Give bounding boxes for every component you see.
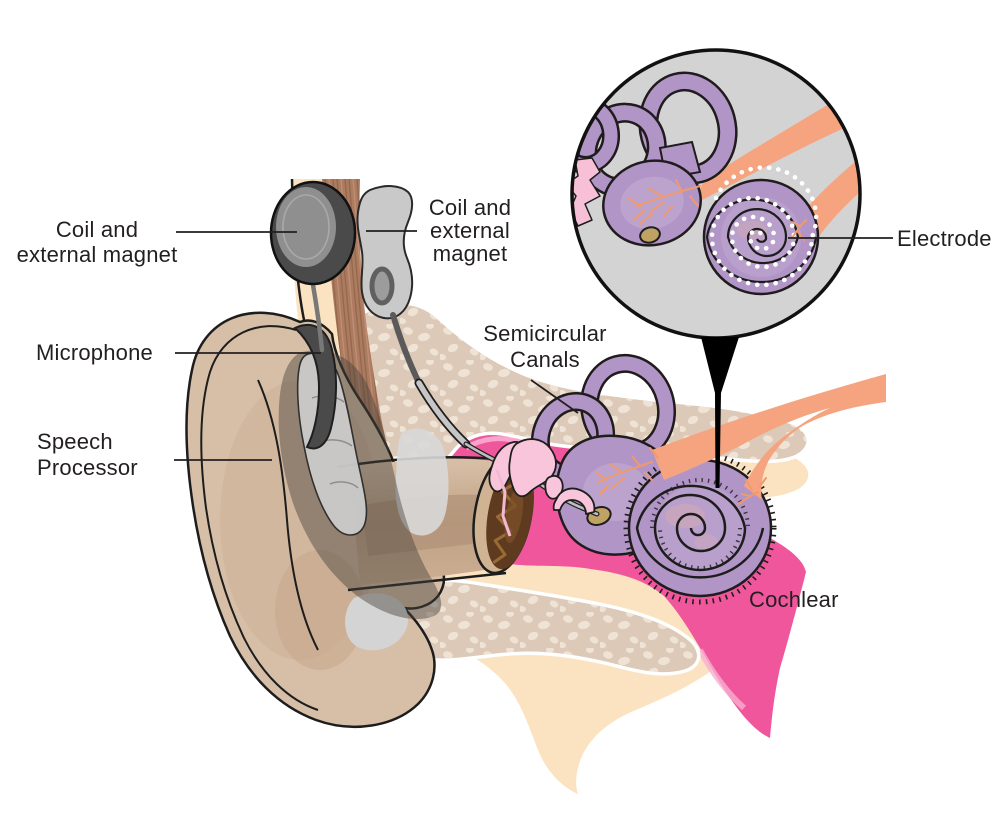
- inset-nerve-twigs: [627, 179, 807, 241]
- cartilage-gray-patch: [345, 593, 409, 651]
- pinna-inner-line: [200, 325, 319, 711]
- inset-magnifier: [570, 48, 862, 488]
- coil-wire: [310, 282, 325, 353]
- microphone-device: [293, 323, 338, 450]
- inset-pointer: [701, 337, 739, 488]
- cochlea-spiral: [635, 484, 765, 579]
- label-microphone: Microphone: [36, 340, 153, 365]
- leader-lines: [174, 230, 893, 461]
- ossicles: [488, 438, 596, 515]
- label-cochlear: Cochlear: [749, 587, 839, 612]
- cochlea: [623, 451, 777, 605]
- label-coil-external-magnet-right: Coil and external magnet: [428, 195, 512, 266]
- label-speech-processor: Speech Processor: [37, 429, 138, 480]
- label-electrode: Electrode: [897, 226, 992, 251]
- internal-implant: [356, 185, 414, 320]
- cartilage-gray-patch: [395, 428, 449, 536]
- leader-semicircular: [530, 379, 579, 414]
- label-coil-external-magnet-left: Coil and external magnet: [16, 217, 178, 267]
- external-coil-magnet: [269, 180, 357, 353]
- malleus-handle: [495, 469, 512, 537]
- inset-cochlea: [702, 165, 820, 296]
- nerve-twigs: [595, 447, 767, 505]
- electrode-array-dots: [709, 165, 819, 288]
- inset-oval-window: [639, 226, 661, 244]
- auditory-nerve: [652, 374, 886, 500]
- label-semicircular-canals: Semicircular Canals: [483, 321, 607, 372]
- pink-highlight: [697, 648, 746, 711]
- pinna-antihelix-line: [257, 379, 319, 651]
